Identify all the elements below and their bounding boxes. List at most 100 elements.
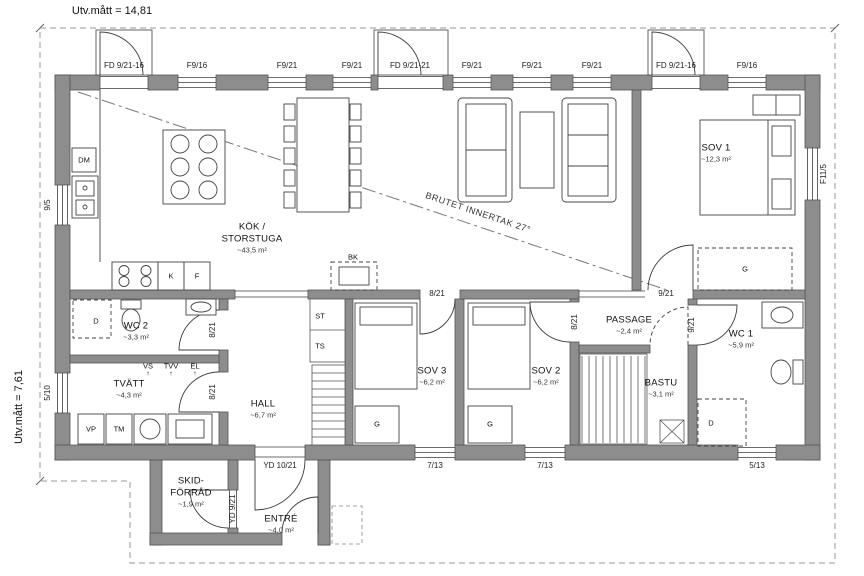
door-thresholds (100, 76, 700, 528)
room-kok-name2: STORSTUGA (221, 233, 283, 245)
freezer (183, 261, 211, 291)
door-label-sov3: 8/21 (429, 289, 445, 298)
room-bastu-name: BASTU (644, 377, 678, 389)
left-windows (57, 185, 68, 413)
sov3-sov2-furniture (354, 302, 531, 444)
room-skid-name: SKID- (177, 475, 205, 487)
tvatt-fixtures (77, 413, 213, 445)
room-sov2-name: SOV 2 (531, 365, 561, 377)
opening-label-fd2: FD 9/21-21 (389, 61, 431, 70)
supply-arrow-icon: ↑ (146, 370, 150, 378)
dryer (105, 413, 133, 445)
supply-arrow-icon: ↑ (193, 370, 197, 378)
interior-walls (69, 89, 806, 446)
window-label-sov3: 7/13 (427, 461, 443, 470)
top-windows (178, 77, 766, 88)
overall-width-dim: Utv.mått = 14,81 (71, 5, 153, 18)
room-passage-area: ~2,4 m² (616, 326, 642, 336)
entry-door-swings (99, 31, 696, 76)
opening-label-f4: F9/21 (461, 61, 483, 70)
room-tvatt-name: TVÄTT (113, 378, 145, 390)
dishwasher (71, 147, 97, 173)
exterior-walls (54, 74, 821, 546)
label-vs: VS (142, 361, 154, 371)
label-closet-st: ST (315, 311, 325, 321)
opening-label-f1: F9/16 (186, 61, 208, 70)
opening-label-fd3: FD 9/21-16 (655, 61, 697, 70)
label-shower-wc1: D (708, 418, 714, 428)
dining-furniture (162, 97, 362, 213)
room-entre-name: ENTRÉ (264, 513, 298, 525)
label-fridge: K (168, 271, 174, 281)
label-shower-wc2: D (93, 316, 99, 326)
door-label-tvatt: 8/21 (208, 384, 217, 400)
label-tvv: TVV (163, 361, 179, 371)
door-label-wc1: 9/21 (687, 317, 696, 333)
kitchen-fixtures (71, 90, 211, 291)
room-kok-name: KÖK / (238, 221, 266, 233)
site-boundary (35, 23, 840, 564)
door-label-yd921: YD 9/21 (228, 494, 237, 524)
room-label-entre: ENTRÉ ~4,0 m² (264, 513, 297, 534)
ceiling-break-line (77, 91, 668, 291)
wc1-fixtures (697, 301, 804, 447)
shower-wc1 (697, 398, 747, 447)
room-skid-area: ~1,9 m² (178, 499, 204, 509)
wardrobe-sov3 (354, 405, 400, 444)
windows (57, 76, 818, 528)
bastu-fixtures (579, 353, 685, 445)
pillow (472, 306, 526, 326)
sauna-bench (579, 353, 648, 445)
pillow (771, 125, 792, 157)
dining-table-2 (296, 97, 350, 213)
living-furniture (457, 97, 617, 203)
right-window (807, 148, 818, 200)
room-sov3-area: ~6,2 m² (419, 377, 445, 387)
room-entre-area: ~4,0 m² (268, 525, 294, 535)
sauna-heater (659, 419, 685, 444)
sauna-door-swing (649, 306, 689, 346)
hall-fixtures (309, 298, 346, 446)
room-hall-area: ~6,7 m² (250, 410, 276, 420)
room-sov3-name: SOV 3 (417, 365, 447, 377)
supply-arrow-icon: ↑ (169, 370, 173, 378)
room-label-skid: SKID- FÖRRÅD ~1,9 m² (170, 475, 211, 508)
room-label-sov3: SOV 3 ~6,2 m² (418, 365, 447, 386)
room-hall-name: HALL (250, 398, 276, 410)
wc2-fixtures (72, 298, 217, 339)
door-label-wc2: 8/21 (208, 322, 217, 338)
room-wc2-area: ~3,3 m² (123, 332, 149, 342)
opening-label-f5: F9/21 (521, 61, 543, 70)
room-label-sov1: SOV 1 ~12,3 m² (701, 142, 731, 163)
label-heat-pump: VP (85, 424, 97, 434)
wardrobe-sov1 (697, 247, 793, 291)
label-chimney: BK (347, 252, 359, 262)
label-wardrobe-sov3: G (374, 419, 380, 429)
toilet-wc1 (770, 359, 792, 385)
toilet-wc2 (121, 308, 141, 332)
room-wc2-name: WC 2 (123, 320, 149, 332)
room-label-wc2: WC 2 ~3,3 m² (123, 320, 149, 341)
room-passage-name: PASSAGE (605, 314, 653, 326)
room-sov1-area: ~12,3 m² (701, 154, 731, 164)
label-el: EL (190, 361, 200, 371)
door-label-yd1021: YD 10/21 (263, 461, 297, 470)
room-tvatt-area: ~4,3 m² (116, 390, 142, 400)
room-label-sov2: SOV 2 ~6,2 m² (532, 365, 561, 386)
washing-machine (133, 413, 167, 445)
room-label-kok: KÖK / STORSTUGA ~43,5 m² (222, 221, 283, 254)
room-label-bastu: BASTU ~3,1 m² (645, 377, 678, 398)
closet-st-ts (309, 298, 346, 363)
door-label-sov1: 9/21 (658, 289, 674, 298)
room-kok-area: ~43,5 m² (237, 245, 267, 255)
room-bastu-area: ~3,1 m² (648, 389, 674, 399)
label-freezer: F (194, 271, 200, 281)
interior-door-swings (178, 244, 738, 534)
room-skid-name2: FÖRRÅD (170, 487, 212, 499)
fridge (157, 261, 185, 291)
room-sov1-name: SOV 1 (701, 142, 731, 154)
wardrobe-sov2 (467, 405, 513, 444)
laundry-sink (167, 413, 213, 445)
coffee-table (519, 111, 555, 189)
